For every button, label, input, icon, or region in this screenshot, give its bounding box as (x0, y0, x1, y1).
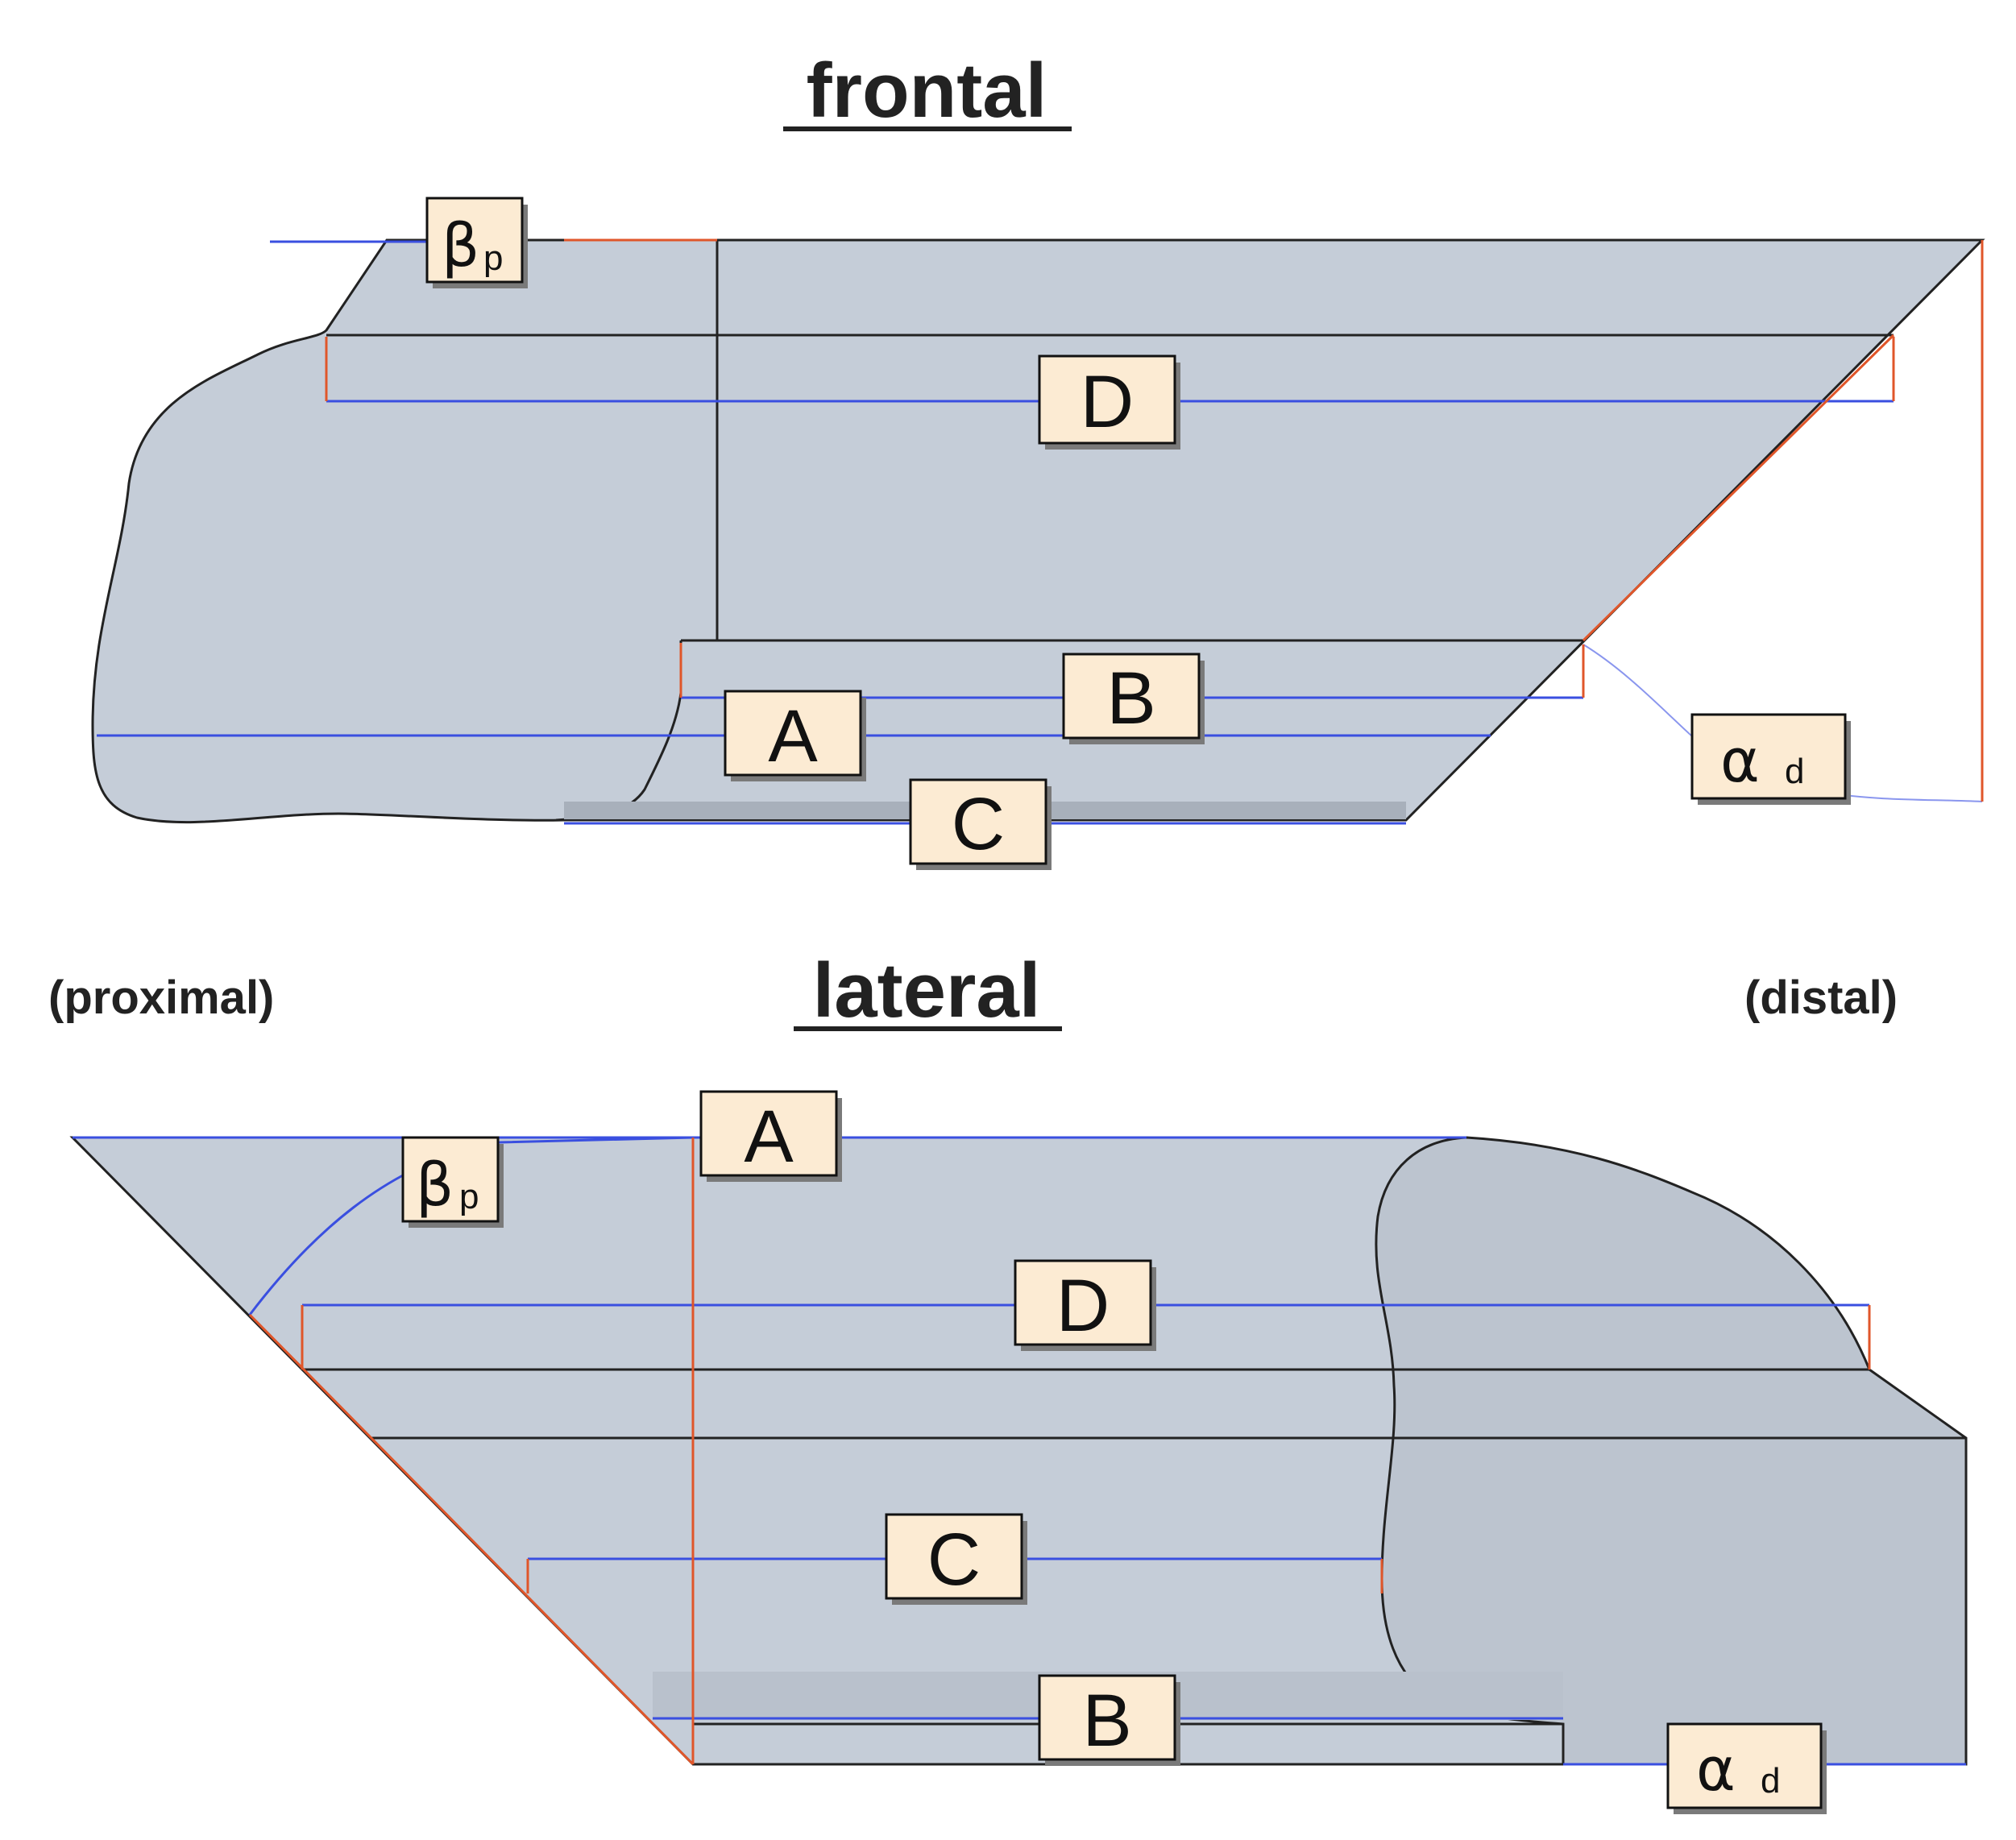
lateral-B-label: B (1038, 1674, 1180, 1766)
svg-text:p: p (459, 1177, 479, 1216)
frontal-view: frontal β p (91, 48, 1985, 870)
distal-label: (distal) (1744, 972, 1898, 1024)
frontal-B-label: B (1062, 653, 1205, 744)
svg-text:D: D (1081, 361, 1134, 443)
frontal-C-label: C (909, 778, 1052, 870)
frontal-bone-shape (91, 238, 1985, 824)
svg-text:A: A (744, 1096, 794, 1178)
svg-text:d: d (1785, 752, 1804, 791)
svg-text:C: C (927, 1519, 981, 1601)
frontal-title: frontal (807, 48, 1047, 134)
svg-text:d: d (1761, 1761, 1780, 1801)
frontal-alpha-label: α d (1690, 713, 1851, 805)
lateral-D-label: D (1014, 1259, 1156, 1351)
svg-text:B: B (1082, 1680, 1131, 1762)
lateral-orange-diagonal (248, 1313, 695, 1766)
svg-text:A: A (768, 695, 818, 777)
lateral-distal-cap (1375, 1136, 1968, 1766)
svg-text:α: α (1696, 1735, 1736, 1805)
lateral-A-label: A (699, 1090, 842, 1182)
frontal-orange-diagonal (1582, 334, 1895, 642)
svg-text:C: C (952, 783, 1005, 865)
lateral-C-label: C (885, 1513, 1027, 1605)
svg-text:β: β (416, 1150, 454, 1220)
svg-text:β: β (442, 211, 479, 280)
lateral-alpha-label: α d (1666, 1722, 1827, 1814)
svg-text:B: B (1106, 657, 1155, 740)
frontal-beta-label: β p (425, 197, 528, 288)
lateral-view: lateral A β (69, 947, 1968, 1814)
lateral-title: lateral (813, 947, 1041, 1034)
frontal-D-label: D (1038, 354, 1180, 450)
svg-text:α: α (1720, 727, 1760, 796)
svg-text:p: p (483, 238, 503, 278)
frontal-A-label: A (724, 690, 866, 781)
lateral-beta-label: β p (401, 1136, 504, 1228)
svg-text:D: D (1056, 1265, 1110, 1347)
proximal-label: (proximal) (48, 972, 274, 1024)
